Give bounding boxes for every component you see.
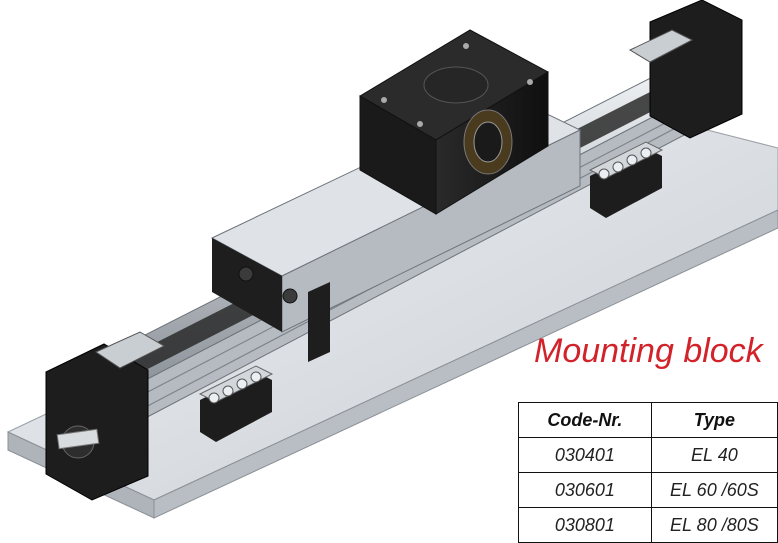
code-cell: 030801: [518, 507, 652, 543]
type-cell: EL 40: [650, 437, 778, 473]
mounting-block-title: Mounting block: [534, 332, 763, 370]
table-row: 030601 EL 60 /60S: [518, 472, 778, 508]
code-cell: 030401: [518, 437, 652, 473]
end-cap-right: [628, 0, 743, 139]
header-type: Type: [650, 402, 778, 438]
table-row: 030801 EL 80 /80S: [518, 507, 778, 543]
table-header-row: Code-Nr. Type: [518, 402, 778, 438]
table-row: 030401 EL 40: [518, 437, 778, 473]
mounting-block-right: [588, 141, 664, 218]
type-cell: EL 80 /80S: [650, 507, 778, 543]
mounting-block-left: [198, 365, 274, 442]
end-cap-left: [45, 331, 166, 501]
header-code-nr: Code-Nr.: [518, 402, 652, 438]
code-cell: 030601: [518, 472, 652, 508]
linear-actuator-illustration: [6, 0, 778, 519]
code-table: Code-Nr. Type 030401 EL 40 030601 EL 60 …: [518, 402, 778, 543]
type-cell: EL 60 /60S: [650, 472, 778, 508]
gearbox-block: [359, 29, 550, 215]
